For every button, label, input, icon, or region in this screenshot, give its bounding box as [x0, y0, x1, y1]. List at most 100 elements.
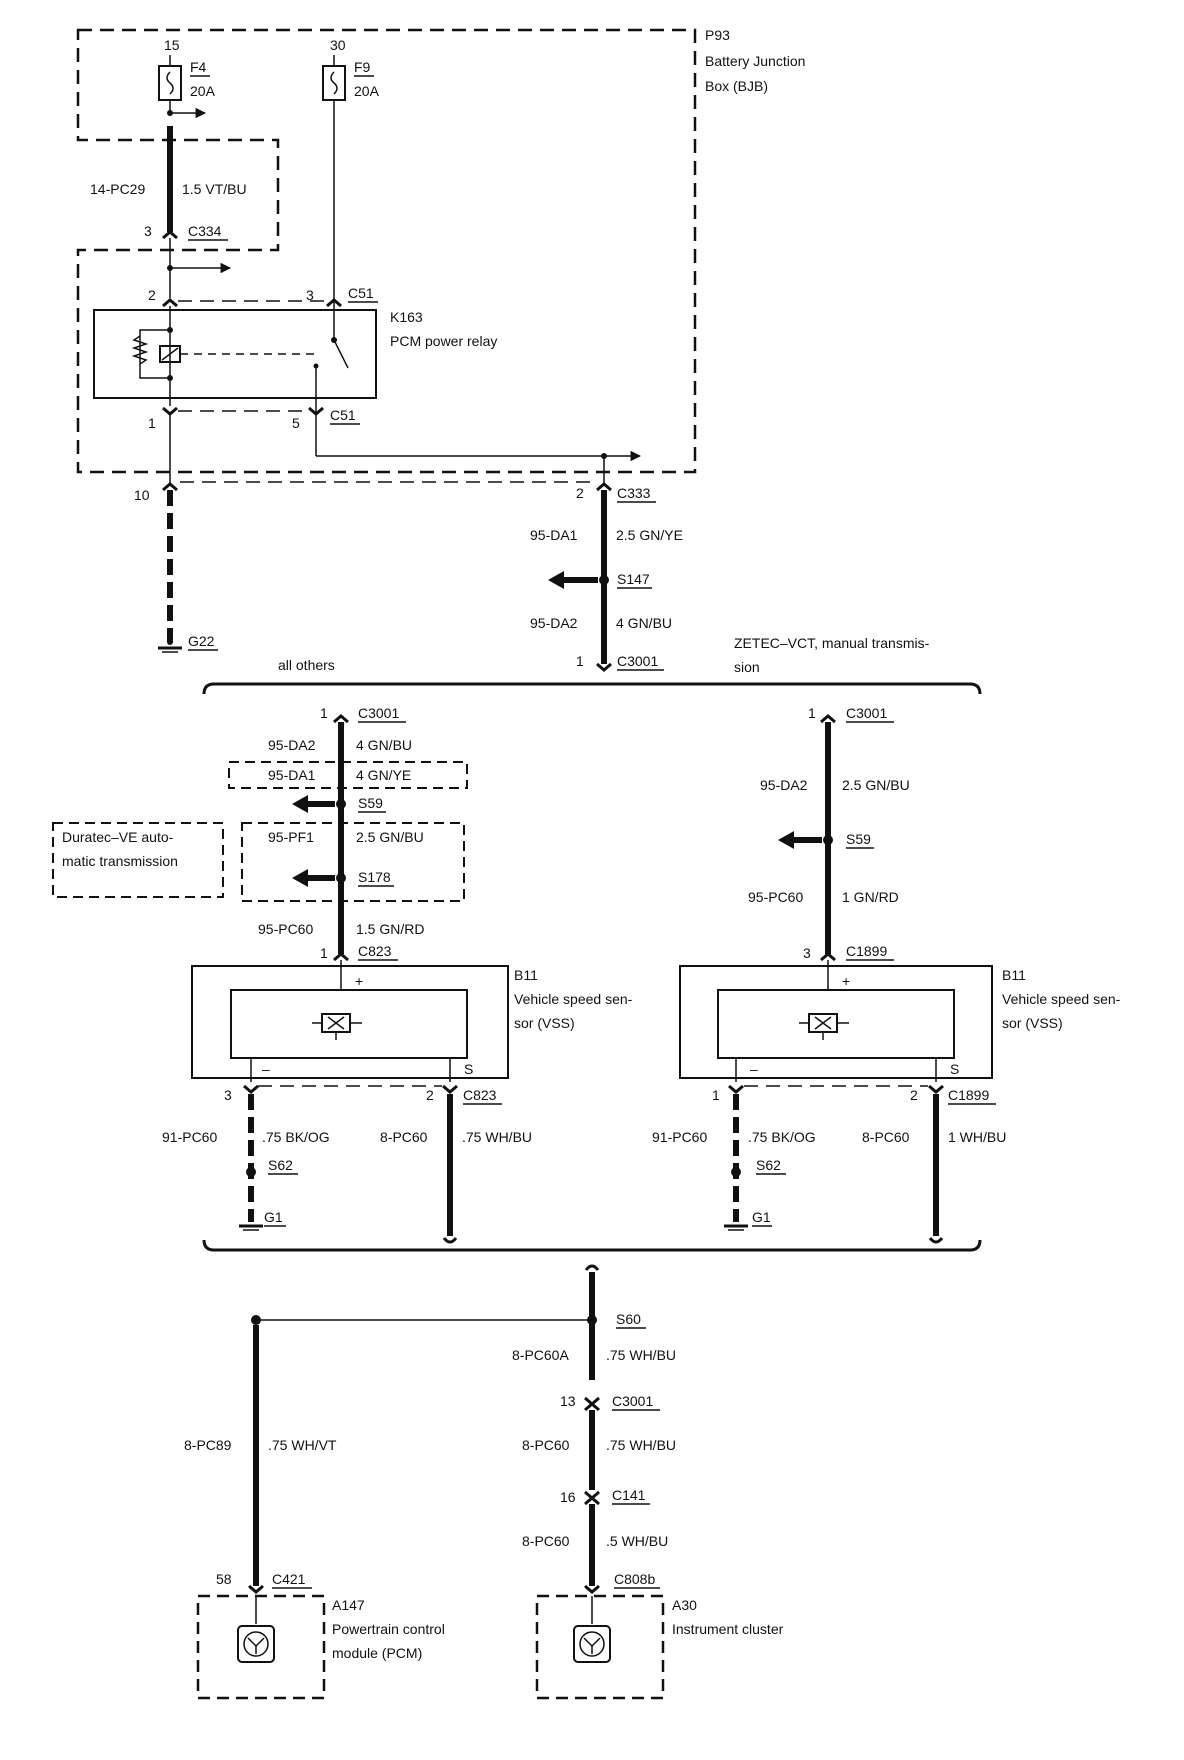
c333-pin: 2 — [576, 485, 584, 501]
relay-pin1: 1 — [148, 415, 156, 431]
fuse-f4-rating: 20A — [190, 83, 216, 99]
bottom-c3001-id: C3001 — [612, 1393, 653, 1409]
variant-right-line2: sion — [734, 659, 760, 675]
relay-pin3: 3 — [306, 287, 314, 303]
relay-conn-bottom: C51 — [330, 407, 356, 423]
right-pc60-code: 95-PC60 — [748, 889, 803, 905]
bottom-section: S60 8-PC60A .75 WH/BU 13 C3001 8-PC60 .7… — [184, 1264, 676, 1594]
pcm-line2: module (PCM) — [332, 1645, 422, 1661]
feed-c333-to-c3001: 2 C333 95-DA1 2.5 GN/YE S147 95-DA2 4 GN… — [530, 456, 683, 672]
left-c3001-id: C3001 — [358, 705, 399, 721]
ic-id: A30 — [672, 1597, 697, 1613]
fuse-f4: 15 F4 20A — [158, 37, 216, 119]
left-g1: G1 — [264, 1209, 283, 1225]
bjb-name-line1: Battery Junction — [705, 53, 805, 69]
c334-pin: 3 — [144, 223, 152, 239]
left-pc60-spec: 1.5 GN/RD — [356, 921, 424, 937]
c141-pin: 16 — [560, 1489, 576, 1505]
right-c1899b-id: C1899 — [948, 1087, 989, 1103]
right-s59: S59 — [846, 831, 871, 847]
right-c3001-id: C3001 — [846, 705, 887, 721]
right-branch: 1 C3001 95-DA2 2.5 GN/BU S59 95-PC60 1 G… — [652, 705, 1121, 1244]
relay-id: K163 — [390, 309, 423, 325]
variant-right-line1: ZETEC–VCT, manual transmis- — [734, 635, 930, 651]
left-c3001-pin: 1 — [320, 705, 328, 721]
left-sensor-line2: sor (VSS) — [514, 1015, 575, 1031]
left-pf1-code: 95-PF1 — [268, 829, 314, 845]
bjb-name-line2: Box (BJB) — [705, 78, 768, 94]
ground-g22: 10 G22 — [134, 481, 598, 653]
wire-da2-spec: 4 GN/BU — [616, 615, 672, 631]
right-pin2: 2 — [910, 1087, 918, 1103]
s60-id: S60 — [616, 1311, 641, 1327]
wire-da1-code: 95-DA1 — [530, 527, 578, 543]
relay-name: PCM power relay — [390, 333, 497, 349]
battery-junction-box: P93 Battery Junction Box (BJB) — [76, 27, 805, 474]
pc89-spec: .75 WH/VT — [268, 1437, 337, 1453]
c3001-top-pin: 1 — [576, 653, 584, 669]
left-da1-code: 95-DA1 — [268, 767, 316, 783]
wire-pc29-code: 14-PC29 — [90, 181, 145, 197]
left-w8-code: 8-PC60 — [380, 1129, 428, 1145]
s147-id: S147 — [617, 571, 650, 587]
pcm-power-relay: 2 3 C51 K163 PCM power relay 1 5 C51 — [93, 285, 642, 484]
variant-left-label: all others — [278, 657, 335, 673]
c421-pin: 58 — [216, 1571, 232, 1587]
pc60-code2: 8-PC60 — [522, 1533, 570, 1549]
right-w91-code: 91-PC60 — [652, 1129, 707, 1145]
relay-pin5: 5 — [292, 415, 300, 431]
g22-id: G22 — [188, 633, 215, 649]
left-pin2: 2 — [426, 1087, 434, 1103]
right-g1: G1 — [752, 1209, 771, 1225]
left-plus: + — [355, 973, 363, 989]
right-sensor-id: B11 — [1002, 967, 1026, 983]
c808b-id: C808b — [614, 1571, 655, 1587]
right-da2-code: 95-DA2 — [760, 777, 808, 793]
pc60-spec1: .75 WH/BU — [606, 1437, 676, 1453]
right-s62: S62 — [756, 1157, 781, 1173]
right-w8-code: 8-PC60 — [862, 1129, 910, 1145]
relay-conn-top: C51 — [348, 285, 374, 301]
left-s178: S178 — [358, 869, 391, 885]
bottom-c3001-pin: 13 — [560, 1393, 576, 1409]
left-w8-spec: .75 WH/BU — [462, 1129, 532, 1145]
fuse-f9-rating: 20A — [354, 83, 380, 99]
wire-da2-code: 95-DA2 — [530, 615, 578, 631]
c421-id: C421 — [272, 1571, 306, 1587]
left-da2-spec: 4 GN/BU — [356, 737, 412, 753]
left-w91-code: 91-PC60 — [162, 1129, 217, 1145]
left-sensor-id: B11 — [514, 967, 538, 983]
left-minus: – — [262, 1061, 270, 1077]
c3001-top-id: C3001 — [617, 653, 658, 669]
left-c823-pin: 1 — [320, 945, 328, 961]
pc60a-spec: .75 WH/BU — [606, 1347, 676, 1363]
left-c823b-id: C823 — [463, 1087, 497, 1103]
relay-pin2: 2 — [148, 287, 156, 303]
right-w8-spec: 1 WH/BU — [948, 1129, 1006, 1145]
right-c1899-id: C1899 — [846, 943, 887, 959]
lower-brace — [202, 1239, 982, 1252]
fuse-f4-id: F4 — [190, 59, 207, 75]
left-sensor-line1: Vehicle speed sen- — [514, 991, 633, 1007]
pc60-spec2: .5 WH/BU — [606, 1533, 668, 1549]
pcm-module: A147 Powertrain control module (PCM) — [196, 1594, 445, 1700]
pc60a-code: 8-PC60A — [512, 1347, 569, 1363]
fuse-f4-pin: 15 — [164, 37, 180, 53]
c141-id: C141 — [612, 1487, 646, 1503]
right-da2-spec: 2.5 GN/BU — [842, 777, 910, 793]
left-pf1-spec: 2.5 GN/BU — [356, 829, 424, 845]
left-s-label: S — [464, 1061, 473, 1077]
wire-da1-spec: 2.5 GN/YE — [616, 527, 683, 543]
right-sensor-line1: Vehicle speed sen- — [1002, 991, 1121, 1007]
left-pc60-code: 95-PC60 — [258, 921, 313, 937]
right-plus: + — [842, 973, 850, 989]
ic-name: Instrument cluster — [672, 1621, 784, 1637]
wire-14-pc29: 14-PC29 1.5 VT/BU 3 C334 — [90, 126, 247, 298]
right-minus: – — [750, 1061, 758, 1077]
left-w91-spec: .75 BK/OG — [262, 1129, 330, 1145]
instrument-cluster: A30 Instrument cluster — [535, 1594, 784, 1700]
pc60-code1: 8-PC60 — [522, 1437, 570, 1453]
right-sensor-line2: sor (VSS) — [1002, 1015, 1063, 1031]
bjb-id: P93 — [705, 27, 730, 43]
